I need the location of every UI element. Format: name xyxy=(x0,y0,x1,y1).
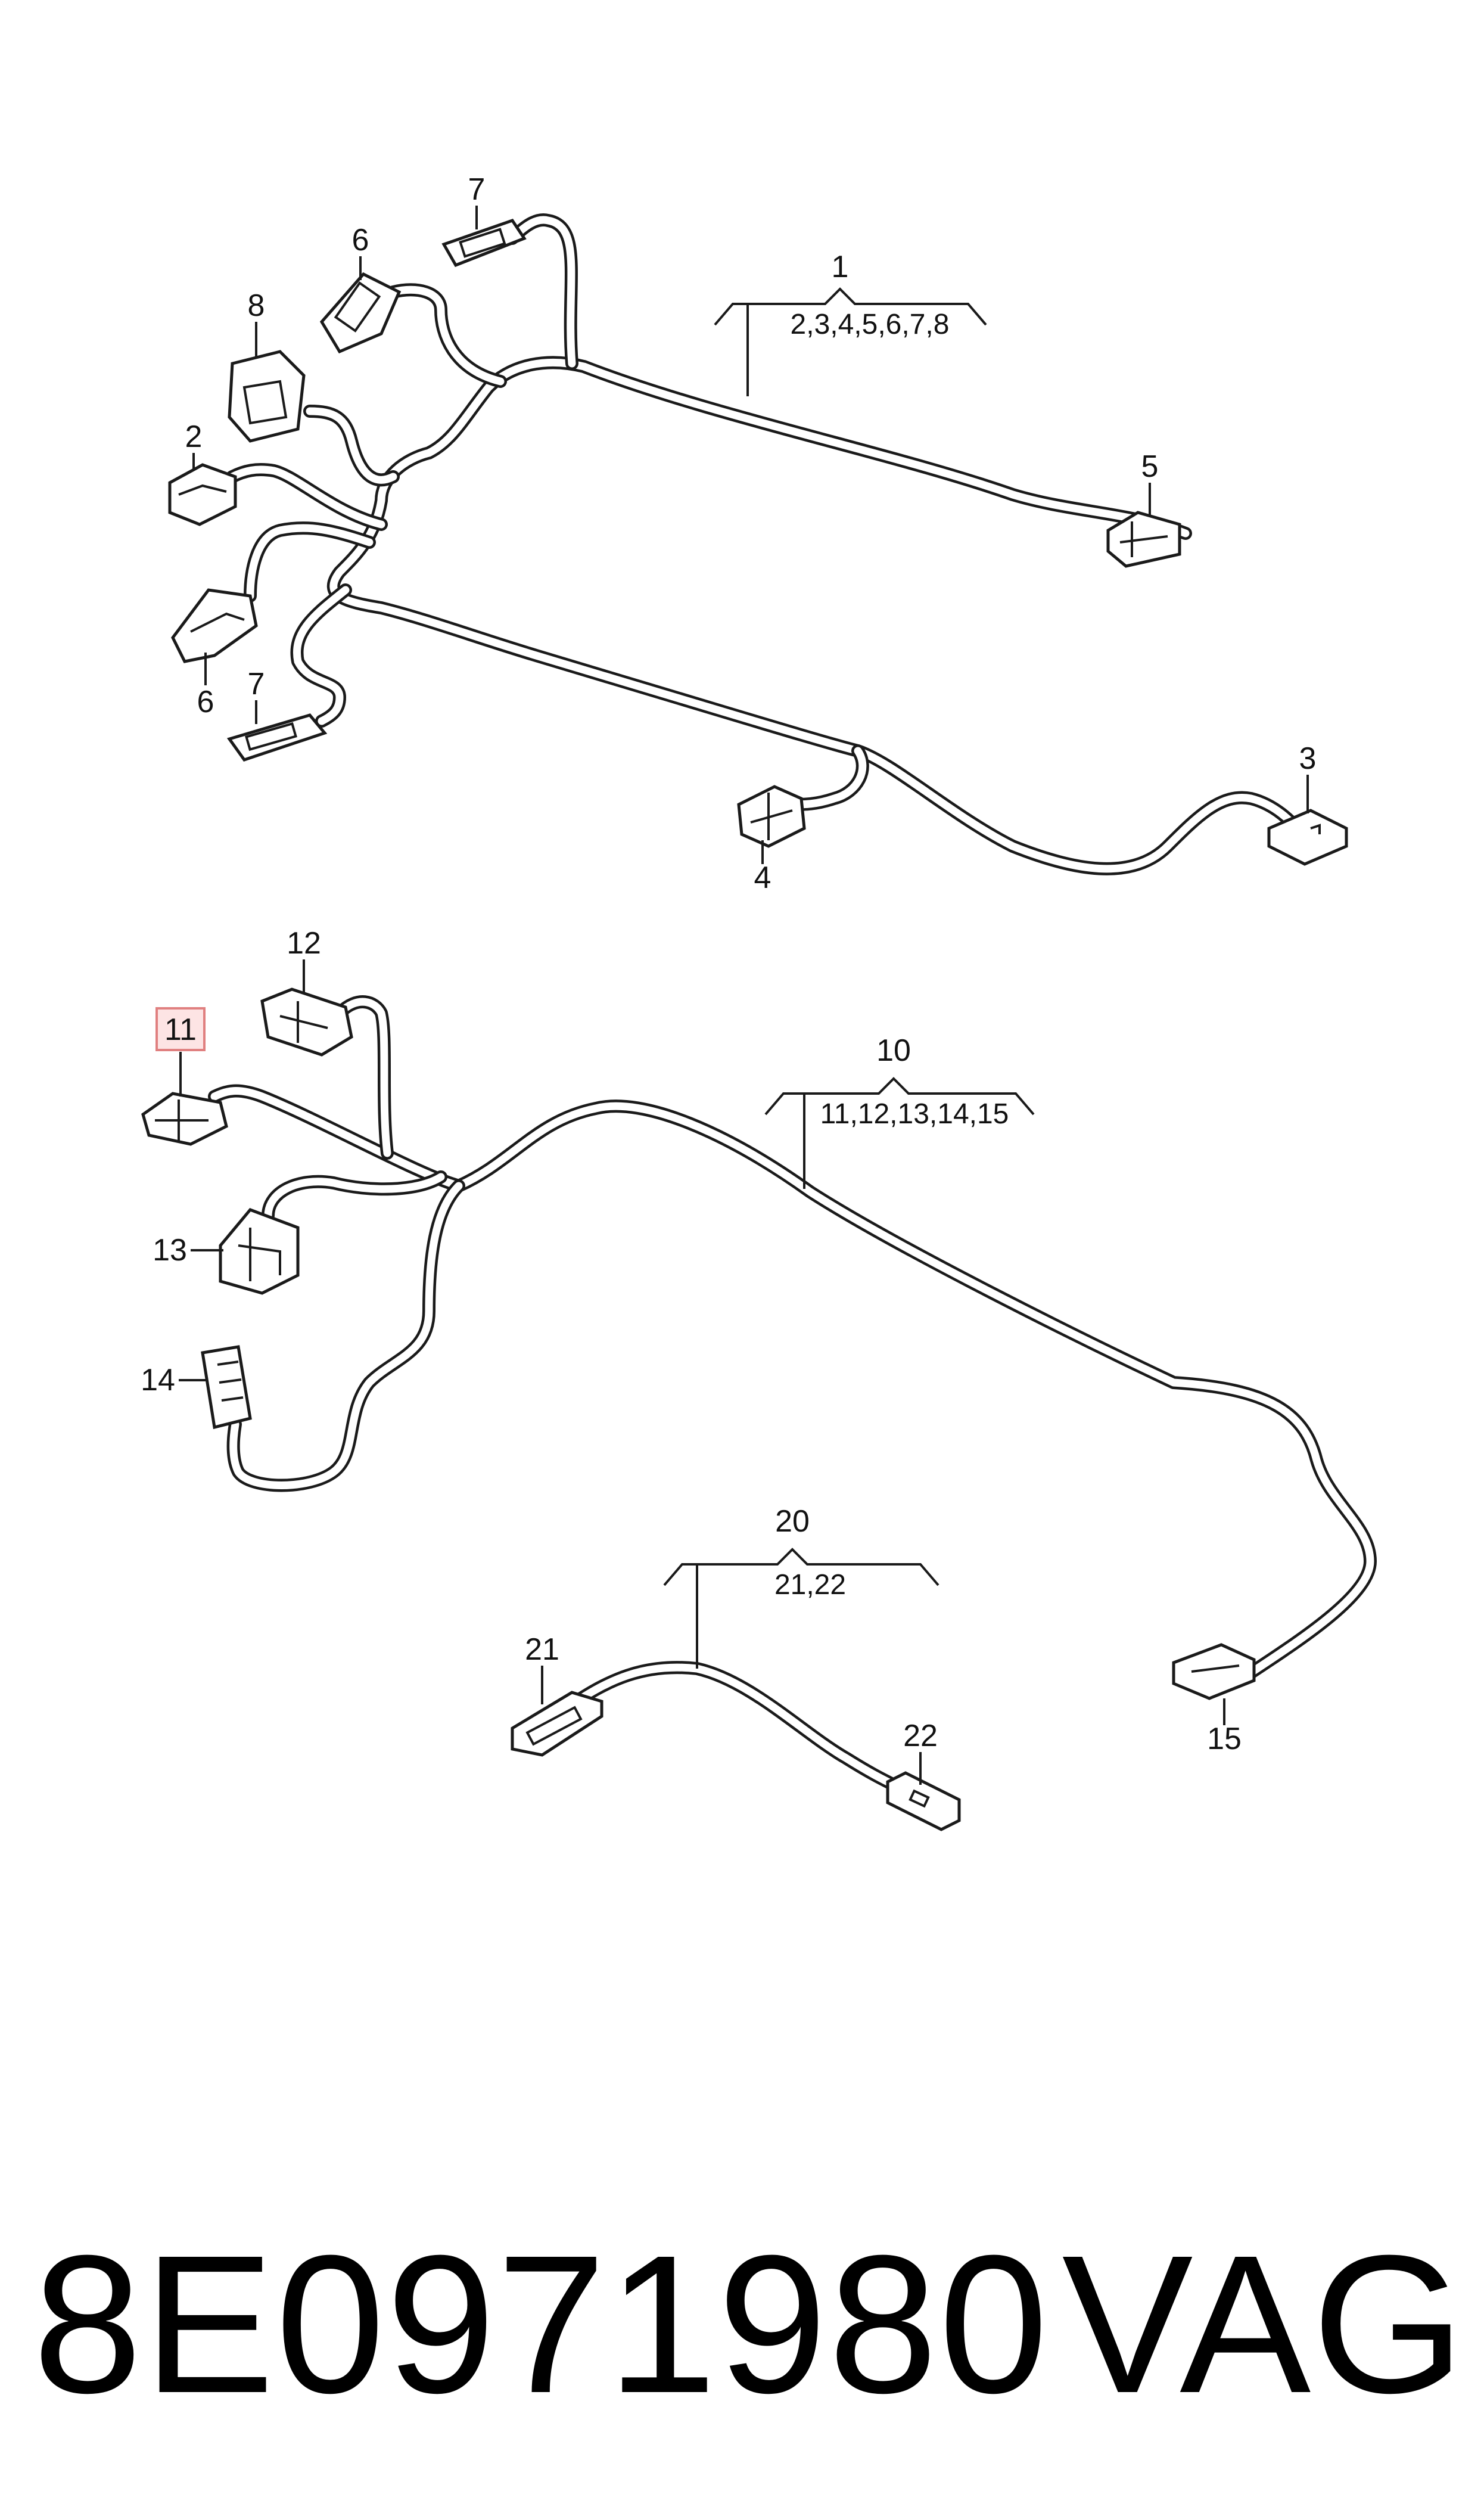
highlight-box-11 xyxy=(155,1007,206,1051)
callout-1-items: 2,3,4,5,6,7,8 xyxy=(791,309,950,340)
connector-7-left xyxy=(226,713,328,762)
callout-15: 15 xyxy=(1207,1722,1242,1756)
connector-4 xyxy=(737,785,806,848)
callout-14: 14 xyxy=(141,1363,175,1397)
brand-label: VAG xyxy=(1062,2214,1466,2434)
connector-5 xyxy=(1106,511,1181,568)
group-bracket-20: 20 21,22 xyxy=(663,1504,939,1669)
callout-13: 13 xyxy=(153,1233,187,1268)
harness-20: 21 22 20 21,22 xyxy=(511,1504,961,1831)
callout-8: 8 xyxy=(248,288,265,323)
callout-1: 1 xyxy=(832,250,849,284)
callout-10: 10 xyxy=(876,1033,911,1068)
connector-12 xyxy=(260,987,353,1057)
connector-3 xyxy=(1267,809,1348,866)
callout-5: 5 xyxy=(1141,449,1159,484)
connector-6-left xyxy=(171,588,258,663)
callout-20: 20 xyxy=(775,1504,810,1539)
callout-11: 11 xyxy=(164,1012,197,1047)
harness-1: 7 6 8 2 6 7 5 4 3 1 2,3,4,5,6,7,8 xyxy=(168,172,1348,895)
callout-2: 2 xyxy=(185,420,203,454)
callout-7-top: 7 xyxy=(468,172,486,207)
callout-12: 12 xyxy=(287,926,321,961)
connector-7-top xyxy=(441,219,527,268)
connector-22 xyxy=(886,1771,961,1831)
connector-21 xyxy=(511,1691,603,1757)
group-bracket-10: 10 11,12,13,14,15 xyxy=(764,1033,1035,1189)
callout-3: 3 xyxy=(1299,741,1317,776)
connector-13 xyxy=(219,1208,300,1295)
callout-6-top: 6 xyxy=(352,223,369,257)
connector-14 xyxy=(201,1345,252,1430)
part-number: 8E0971980 xyxy=(33,2214,1050,2434)
connector-8 xyxy=(228,350,306,443)
connector-11 xyxy=(141,1092,228,1146)
callout-20-items: 21,22 xyxy=(774,1569,846,1601)
callout-21: 21 xyxy=(525,1632,559,1667)
connector-15 xyxy=(1172,1643,1256,1700)
harness-10: 12 11 13 14 15 10 11,12,13,14,15 xyxy=(141,926,1377,1756)
callout-7-left: 7 xyxy=(248,667,265,701)
connector-2 xyxy=(168,463,237,526)
callout-10-items: 11,12,13,14,15 xyxy=(820,1098,1009,1130)
callout-4: 4 xyxy=(754,861,771,895)
connector-6-top xyxy=(319,272,402,354)
group-bracket-1: 1 2,3,4,5,6,7,8 xyxy=(714,250,987,396)
callout-22: 22 xyxy=(903,1719,938,1753)
callout-6-left: 6 xyxy=(197,685,214,719)
